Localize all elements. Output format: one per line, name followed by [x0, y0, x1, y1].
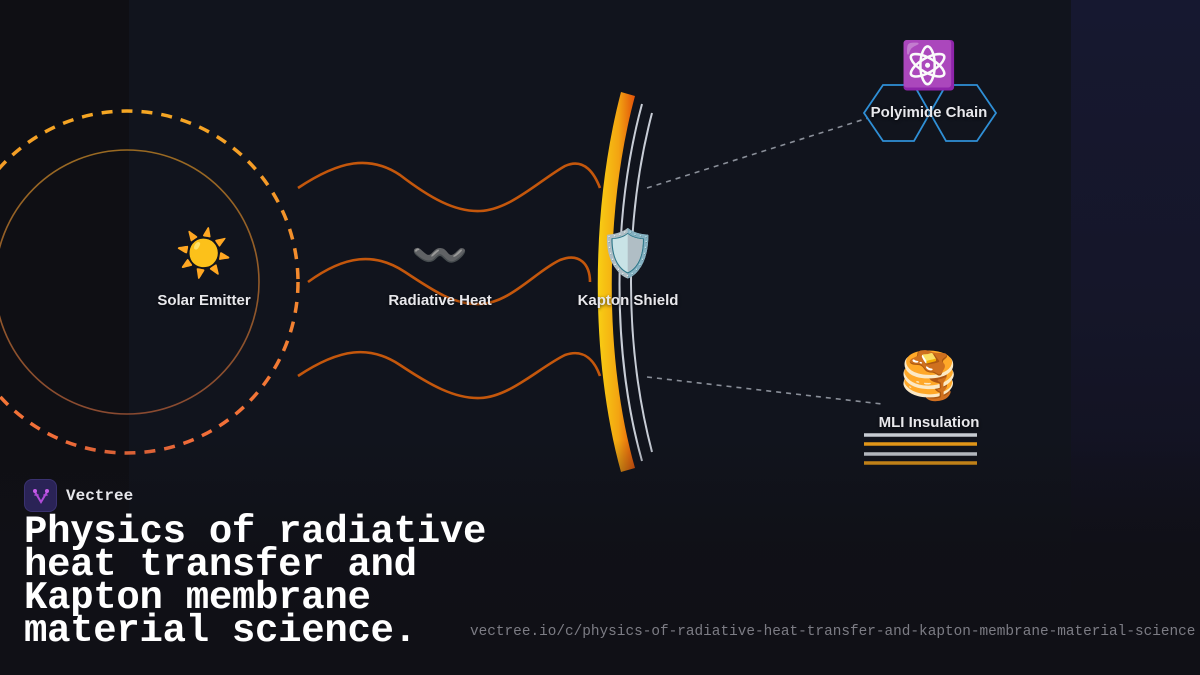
connector-mli: [646, 376, 883, 405]
node-label-kapton-shield: Kapton Shield: [577, 292, 679, 309]
membrane-layer-1: [618, 103, 643, 462]
shield-icon: 🛡️: [599, 226, 657, 280]
node-label-mli-insulation: MLI Insulation: [878, 414, 980, 431]
node-label-solar-emitter: Solar Emitter: [157, 292, 251, 309]
solar-inner-ring: [0, 149, 260, 415]
vectree-logo-icon: [24, 479, 57, 512]
bottom-fade: [0, 440, 1200, 675]
polyimide-hexagons: [862, 84, 998, 142]
wavy-dash-icon: 〰️: [411, 228, 469, 282]
kapton-membrane: [597, 92, 635, 472]
solar-dashed-ring: [0, 109, 300, 455]
pancakes-icon: 🥞: [900, 348, 958, 402]
node-label-radiative-heat: Radiative Heat: [388, 292, 492, 309]
brand-name: Vectree: [66, 486, 134, 505]
membrane-layer-2: [630, 112, 653, 453]
heat-waves: [297, 161, 602, 400]
atom-icon: ⚛️: [900, 38, 958, 92]
node-label-polyimide-chain: Polyimide Chain: [870, 104, 988, 121]
sun-icon: ☀️: [175, 226, 233, 280]
page-url[interactable]: vectree.io/c/physics-of-radiative-heat-t…: [470, 624, 1196, 640]
connector-polyimide: [646, 117, 869, 189]
page-title: Physics of radiative heat transfer and K…: [24, 510, 487, 653]
brand: Vectree: [24, 479, 133, 512]
